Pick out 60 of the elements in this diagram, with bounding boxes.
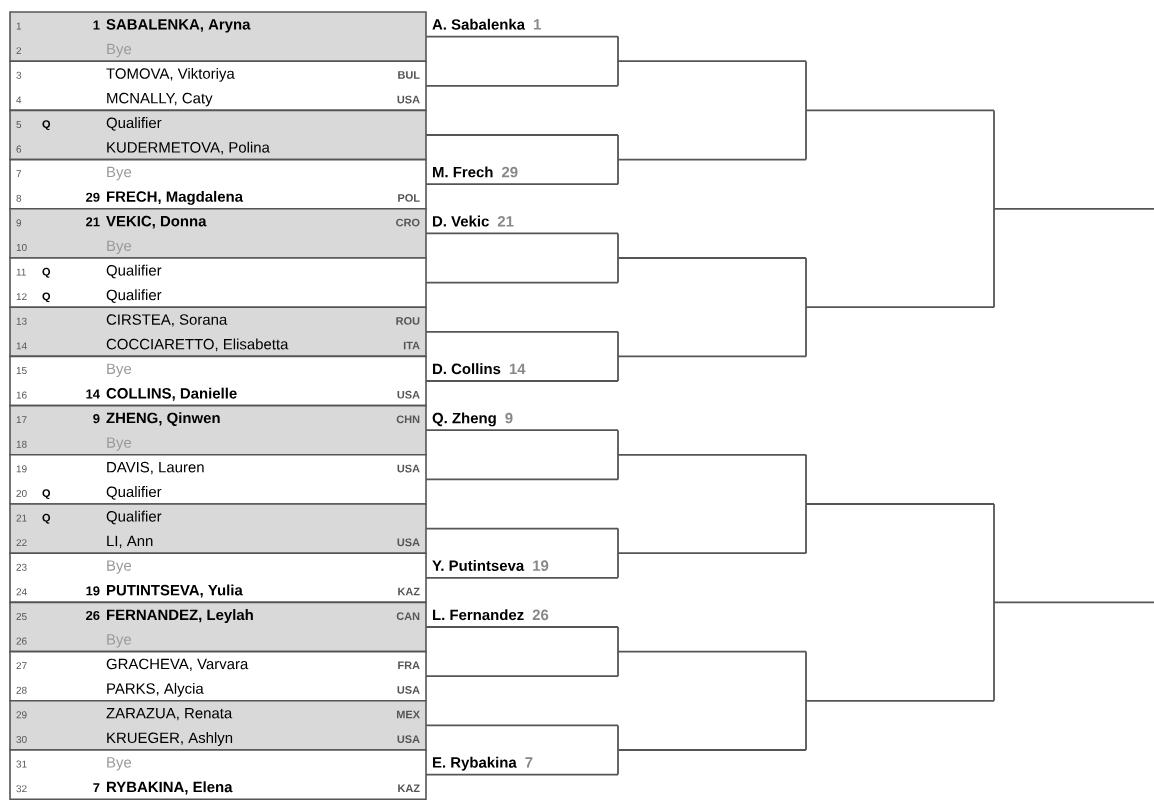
bracket-line: [805, 503, 995, 505]
bracket-line: [617, 552, 807, 555]
match-box: [9, 11, 427, 62]
bracket-line: [617, 527, 619, 579]
bracket-line: [805, 60, 807, 161]
bracket-line: [617, 60, 807, 63]
bracket-line: [805, 306, 995, 309]
bracket-line: [617, 724, 619, 776]
bracket-line: [993, 503, 995, 702]
bracket-line: [805, 257, 807, 358]
match-box: [9, 650, 427, 702]
bracket-line: [617, 257, 807, 259]
bracket-line: [617, 650, 807, 653]
match-box: [9, 552, 427, 604]
match-box: [9, 355, 427, 407]
bracket-line: [425, 675, 619, 678]
bracket-line: [425, 380, 619, 382]
bracket-line: [805, 699, 995, 702]
bracket-line: [617, 355, 807, 358]
bracket-line: [993, 109, 995, 309]
bracket-line: [805, 453, 807, 555]
bracket-line: [425, 576, 619, 579]
bracket-line: [993, 601, 1154, 604]
bracket-line: [993, 207, 1154, 210]
match-box: [9, 208, 427, 259]
match-box: [9, 306, 427, 358]
match-box: [9, 700, 427, 751]
bracket-line: [425, 724, 619, 727]
match-box: [9, 454, 427, 505]
bracket-line: [425, 232, 619, 235]
bracket-line: [425, 330, 619, 333]
bracket-line: [617, 429, 619, 481]
bracket-line: [805, 650, 807, 751]
bracket-line: [425, 527, 619, 530]
bracket-line: [617, 749, 807, 751]
bracket-line: [425, 84, 619, 87]
match-box: [9, 109, 427, 161]
bracket-line: [425, 281, 619, 284]
bracket-line: [617, 35, 619, 87]
bracket-line: [425, 773, 619, 776]
match-box: [9, 503, 427, 554]
bracket-line: [425, 35, 619, 38]
bracket-line: [425, 134, 619, 136]
bracket-line: [617, 158, 807, 161]
match-box: [9, 158, 427, 210]
bracket-line: [617, 134, 619, 186]
bracket-line: [617, 330, 619, 382]
bracket-line: [805, 109, 995, 112]
match-box: [9, 749, 427, 800]
match-box: [9, 60, 427, 112]
bracket-line: [425, 626, 619, 628]
bracket-line: [425, 183, 619, 186]
bracket-line: [617, 232, 619, 284]
bracket-line: [617, 453, 807, 456]
match-box: [9, 257, 427, 308]
bracket-line: [617, 626, 619, 678]
match-box: [9, 601, 427, 653]
match-box: [9, 404, 427, 456]
bracket-line: [425, 478, 619, 481]
bracket-line: [425, 429, 619, 432]
